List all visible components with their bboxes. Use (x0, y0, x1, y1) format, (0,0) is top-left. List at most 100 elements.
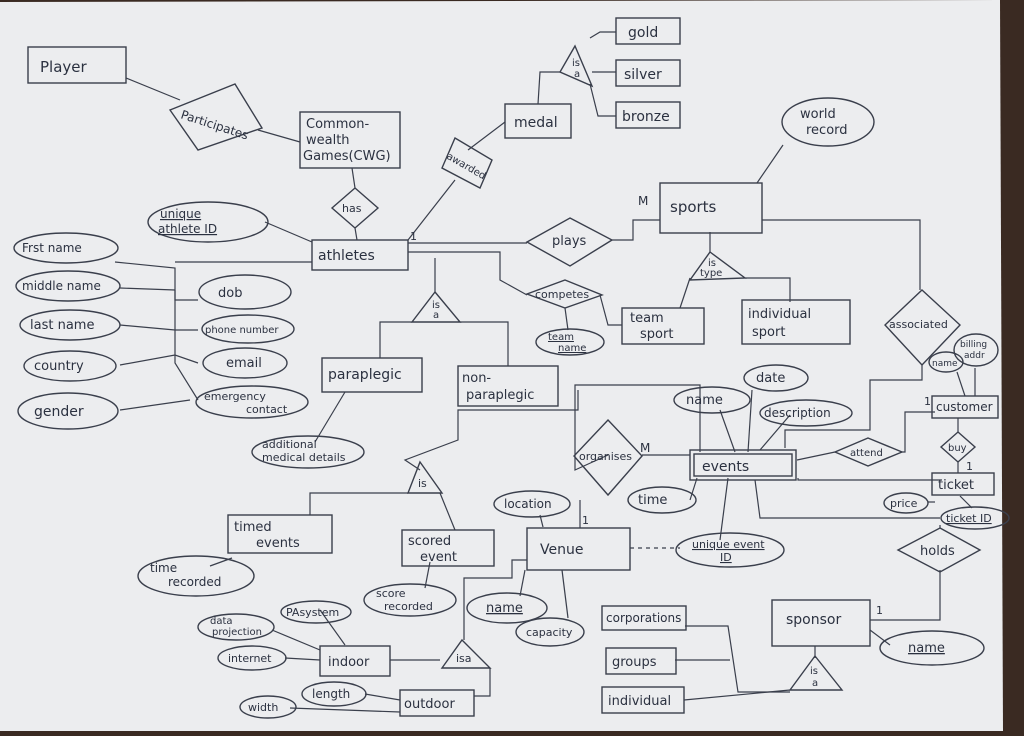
card-customer-one: 1 (924, 395, 931, 408)
attr-team-name: team name (535, 328, 605, 356)
non-paraplegic-label-1: non- (462, 371, 491, 386)
entity-player: Player (27, 46, 127, 84)
attr-data-projection: data projection (197, 613, 275, 641)
team-name-1: team (548, 332, 574, 343)
unique-event-id-1: unique event (692, 538, 765, 551)
sponsor-name-label: name (908, 641, 945, 656)
isa-athletes: is a (410, 290, 462, 323)
outdoor-label: outdoor (404, 697, 455, 712)
attr-capacity: capacity (515, 617, 585, 647)
pa-system-label: PAsystem (286, 606, 339, 619)
entity-indoor: indoor (319, 645, 391, 677)
additional-medical-2: medical details (262, 451, 346, 464)
isa-events: is (406, 460, 444, 494)
event-name-label: name (686, 393, 723, 408)
customer-label: customer (936, 400, 993, 414)
attr-dob: dob (198, 274, 292, 310)
silver-label: silver (624, 67, 662, 83)
rel-has: has (330, 187, 380, 229)
isa-medal-2: a (574, 69, 580, 80)
indoor-label: indoor (328, 655, 370, 670)
attr-last-name: last name (19, 309, 121, 341)
time-recorded-1: time (150, 561, 177, 575)
attr-width: width (239, 695, 297, 719)
isa-sponsor-1: is (810, 666, 818, 677)
holds-label: holds (920, 544, 955, 559)
data-projection-1: data (210, 616, 233, 627)
card-sponsor-one: 1 (876, 604, 883, 617)
width-label: width (248, 701, 278, 714)
billing-addr-1: billing (960, 340, 987, 350)
customer-name-label: name (932, 359, 958, 369)
rel-associated: associated (884, 289, 961, 367)
rel-buy: buy (939, 431, 977, 463)
associated-label: associated (889, 318, 948, 331)
isa-venue: isa (440, 638, 492, 669)
attr-event-name: name (673, 386, 751, 414)
attr-price: price (883, 492, 929, 514)
length-label: length (312, 687, 350, 701)
date-label: date (756, 371, 785, 386)
entity-athletes: athletes (311, 239, 409, 271)
attr-location: location (493, 490, 571, 518)
attr-country: country (23, 350, 117, 382)
venue-name-label: name (486, 601, 523, 616)
attr-internet: internet (217, 645, 287, 671)
attr-date: date (743, 364, 809, 392)
isa-sports-1: is (708, 258, 716, 269)
attr-billing-addr: billing addr (953, 333, 999, 367)
middle-name-label: middle name (22, 279, 101, 293)
scored-event-label-2: event (420, 550, 457, 565)
attr-world-record: world record (781, 97, 875, 147)
entity-corporations: corporations (601, 605, 687, 631)
attr-middle-name: middle name (15, 270, 121, 302)
email-label: email (226, 356, 262, 371)
cwg-label-1: Common- (306, 117, 370, 132)
bronze-label: bronze (622, 109, 670, 125)
timed-events-label-2: events (256, 536, 300, 551)
rel-organises: organises (573, 418, 643, 497)
organises-label: organises (579, 450, 632, 463)
medal-label: medal (514, 115, 558, 131)
entity-bronze: bronze (615, 101, 681, 129)
billing-addr-2: addr (964, 351, 985, 361)
isa-athletes-2: a (433, 310, 439, 321)
non-paraplegic-label-2: paraplegic (466, 388, 534, 403)
card-sports-m: M (638, 194, 648, 208)
isa-medal-1: is (572, 58, 580, 69)
price-label: price (890, 497, 918, 510)
athletes-label: athletes (318, 248, 375, 264)
score-recorded-2: recorded (384, 600, 433, 613)
entity-groups: groups (605, 647, 677, 675)
isa-events-label: is (418, 477, 427, 490)
entity-venue: Venue (526, 527, 631, 571)
attend-label: attend (850, 448, 883, 459)
attr-time: time (627, 486, 697, 514)
gold-label: gold (628, 25, 658, 41)
emergency-contact-1: emergency (204, 390, 266, 403)
card-athletes-one: 1 (410, 230, 417, 243)
entity-non-paraplegic: non- paraplegic (457, 365, 559, 407)
team-name-2: name (558, 343, 586, 354)
attr-venue-name: name (466, 592, 548, 624)
paraplegic-label: paraplegic (328, 367, 402, 383)
capacity-label: capacity (526, 626, 573, 639)
attr-score-recorded: score recorded (363, 583, 457, 617)
entity-customer: customer (931, 395, 999, 419)
rel-competes: competes (524, 279, 604, 309)
time-recorded-2: recorded (168, 575, 221, 589)
entity-individual-sport: individual sport (741, 299, 851, 345)
internet-label: internet (228, 652, 272, 665)
gender-label: gender (34, 404, 84, 420)
has-label: has (342, 202, 362, 215)
dob-label: dob (218, 286, 242, 301)
isa-sports: is type (688, 251, 748, 281)
world-record-2: record (806, 123, 848, 138)
data-projection-2: projection (212, 627, 262, 638)
venue-label: Venue (540, 542, 583, 558)
sponsor-label: sponsor (786, 612, 841, 628)
card-events-m: M (640, 441, 650, 455)
isa-sponsor-2: a (812, 678, 818, 689)
ticket-id-label: ticket ID (946, 512, 992, 525)
attr-unique-event-id: unique event ID (675, 532, 785, 568)
